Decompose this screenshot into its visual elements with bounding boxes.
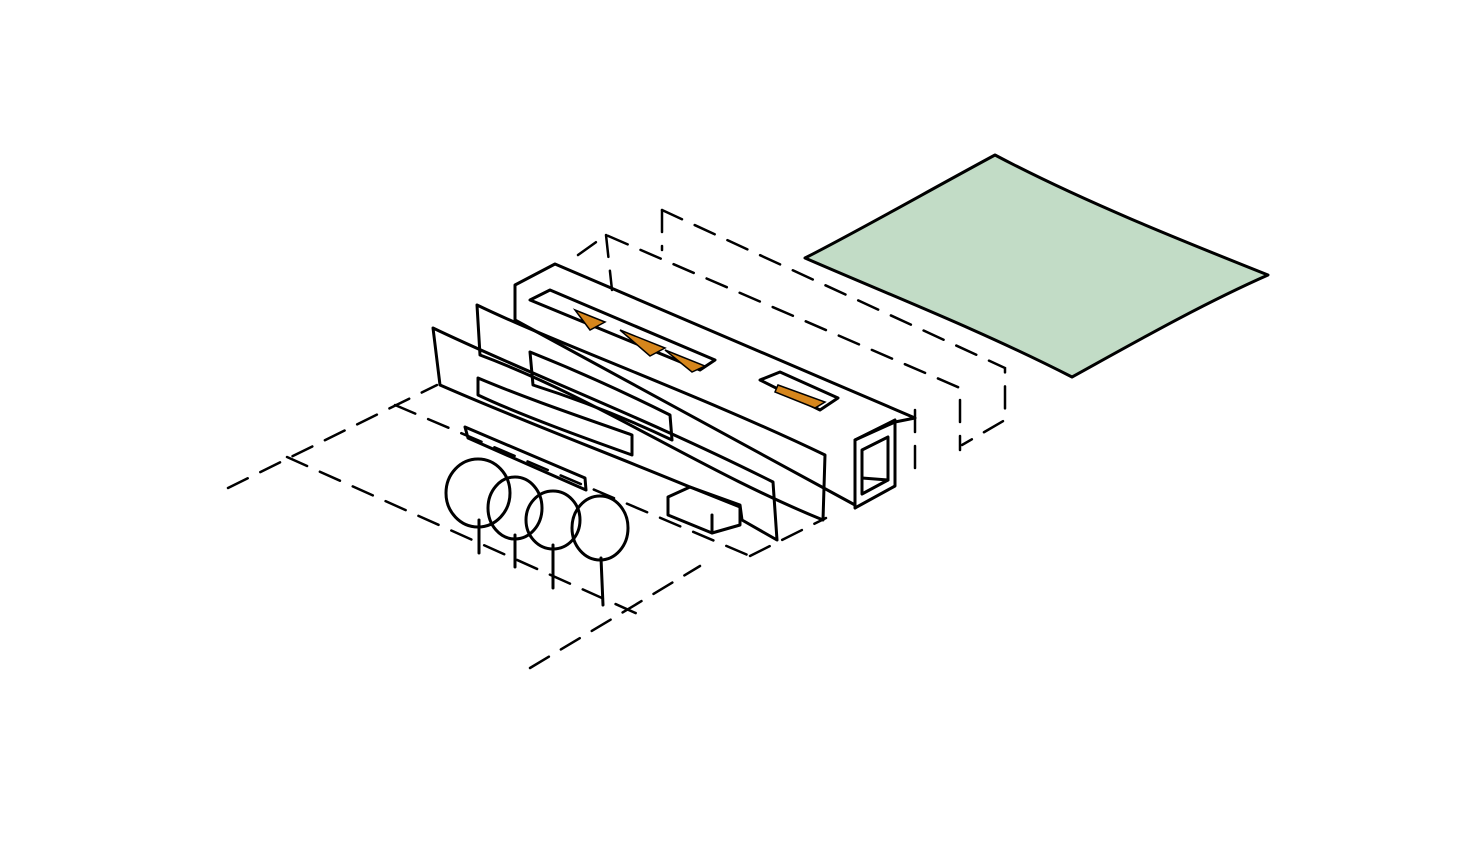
gray-panel xyxy=(475,303,827,522)
trees xyxy=(444,457,630,607)
site-outline xyxy=(226,383,828,670)
tree xyxy=(444,457,512,555)
phantom-volumes xyxy=(576,208,1007,472)
tree xyxy=(524,489,582,590)
tree xyxy=(486,475,544,569)
tree xyxy=(570,494,630,607)
orange-facade xyxy=(431,326,779,542)
ground-slab xyxy=(463,425,588,492)
green-field xyxy=(803,153,1270,379)
tube-volume xyxy=(513,262,917,510)
